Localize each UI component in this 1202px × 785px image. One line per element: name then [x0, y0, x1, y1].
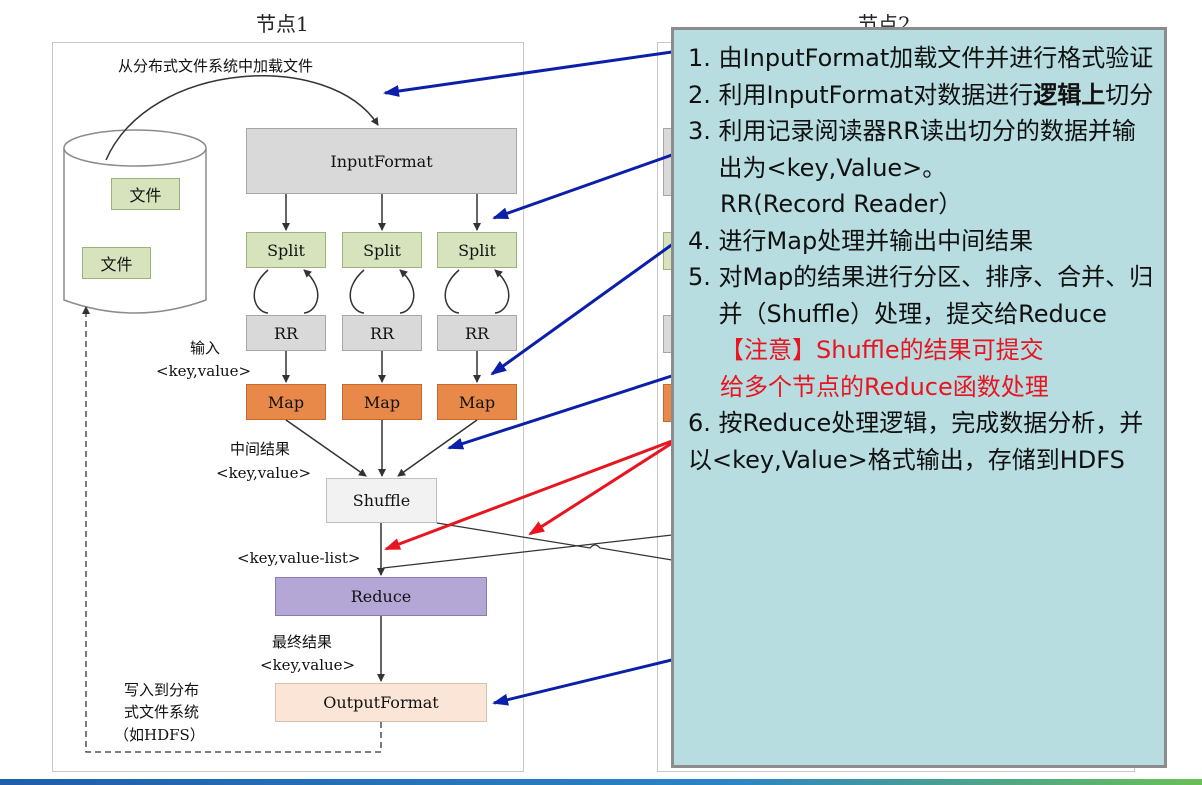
- step-2-number: 2.: [688, 80, 719, 109]
- step-4-text: 进行Map处理并输出中间结果: [718, 226, 1034, 255]
- callout-arrow-6: [492, 655, 685, 706]
- step-1-text: 由InputFormat加载文件并进行格式验证: [718, 44, 1154, 72]
- load-files-label: 从分布式文件系统中加载文件: [118, 57, 314, 75]
- map-box-3: Map: [437, 384, 517, 420]
- split-box-1: Split: [246, 232, 326, 268]
- step-3-number: 3.: [688, 117, 719, 145]
- file-box-2: 文件: [82, 247, 151, 279]
- input-label-line2: <key,value>: [156, 362, 252, 380]
- node1-title: 节点1: [256, 12, 309, 36]
- callout-arrow-3: [490, 234, 685, 376]
- step-2-text-bold: 逻辑上: [1033, 80, 1106, 109]
- rr-box-2: RR: [342, 315, 422, 351]
- step-5-note-line1: 【注意】Shuffle的结果可提交: [720, 336, 1044, 364]
- value-list-label: <key,value-list>: [237, 549, 361, 567]
- split-box-2: Split: [342, 232, 422, 268]
- callout-arrow-4: [447, 370, 685, 450]
- loop-split-rr-3: [444, 270, 510, 314]
- callout-red-arrow-a: [384, 436, 681, 551]
- step-3: 3. 利用记录阅读器RR读出切分的数据并输出为<key,Value>。: [688, 113, 1156, 186]
- final-result-label-line2: <key,value>: [260, 656, 356, 674]
- explanation-callout: 1. 由InputFormat加载文件并进行格式验证 2. 利用InputFor…: [671, 27, 1167, 768]
- step-2-text-post: 切分: [1105, 80, 1154, 109]
- file-box-1: 文件: [111, 178, 180, 210]
- step-4: 4. 进行Map处理并输出中间结果: [688, 223, 1156, 260]
- loop-split-rr-2: [349, 270, 415, 314]
- bottom-accent-bar: [0, 779, 1202, 785]
- step-5-note-line2: 给多个节点的Reduce函数处理: [720, 372, 1049, 401]
- callout-arrow-2: [492, 148, 687, 220]
- intermediate-label-line1: 中间结果: [230, 440, 291, 458]
- arrow-map-shuffle-3: [397, 419, 478, 477]
- write-hdfs-label-line1: 写入到分布: [124, 681, 200, 699]
- arrow-map-shuffle-1: [285, 419, 367, 477]
- input-label-line1: 输入: [190, 339, 221, 357]
- map-box-1: Map: [246, 384, 326, 420]
- output-format-box: OutputFormat: [275, 683, 487, 722]
- callout-red-arrow-b: [528, 436, 681, 536]
- reduce-box: Reduce: [275, 577, 487, 616]
- intermediate-label-line2: <key,value>: [216, 464, 312, 482]
- step-5-text: 对Map的结果进行分区、排序、合并、归并（Shuffle）处理，提交给Reduc…: [718, 263, 1154, 328]
- step-2-text-pre: 利用InputFormat对数据进行: [718, 80, 1034, 109]
- step-5: 5. 对Map的结果进行分区、排序、合并、归并（Shuffle）处理，提交给Re…: [688, 259, 1156, 332]
- step-2: 2. 利用InputFormat对数据进行逻辑上切分: [688, 77, 1156, 114]
- cross-node-line-in: [382, 534, 673, 569]
- split-box-3: Split: [437, 232, 517, 268]
- input-format-box: InputFormat: [246, 128, 517, 194]
- step-3-text-2: RR(Record Reader）: [720, 190, 963, 218]
- step-5-number: 5.: [688, 263, 719, 291]
- step-4-number: 4.: [688, 226, 719, 255]
- map-box-2: Map: [342, 384, 422, 420]
- cross-node-line-out: [436, 522, 673, 561]
- rr-box-1: RR: [246, 315, 326, 351]
- write-back-dashed: [82, 306, 382, 753]
- step-1-number: 1.: [688, 44, 719, 72]
- step-2-text: 利用InputFormat对数据进行逻辑上切分: [719, 77, 1156, 114]
- loop-split-rr-1: [253, 270, 319, 314]
- write-hdfs-label-line2: 式文件系统: [124, 703, 200, 721]
- shuffle-box: Shuffle: [326, 478, 437, 523]
- callout-arrow-1: [383, 50, 673, 97]
- step-3-text: 利用记录阅读器RR读出切分的数据并输出为<key,Value>。: [718, 117, 1136, 182]
- load-curve-arrow: [105, 75, 379, 161]
- rr-box-3: RR: [437, 315, 517, 351]
- write-hdfs-label-line3: （如HDFS）: [114, 726, 205, 744]
- final-result-label-line1: 最终结果: [272, 633, 333, 651]
- step-6-text: 6. 按Reduce处理逻辑，完成数据分析，并以<key,Value>格式输出，…: [688, 409, 1144, 474]
- step-1: 1. 由InputFormat加载文件并进行格式验证: [688, 40, 1156, 77]
